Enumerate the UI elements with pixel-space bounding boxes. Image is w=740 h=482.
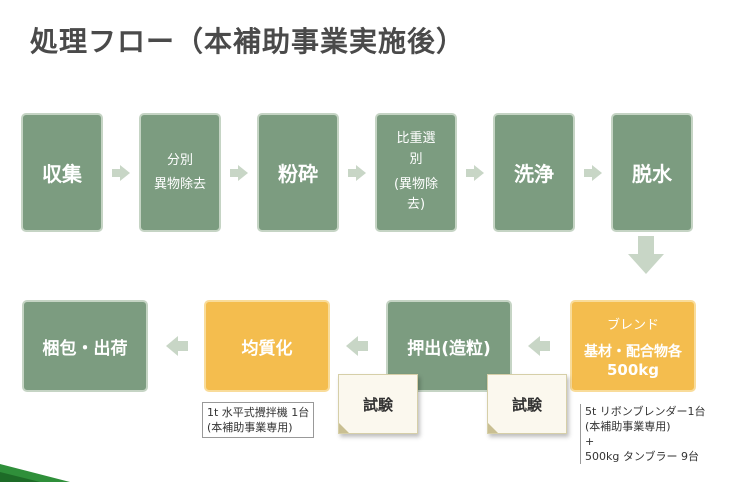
note-blend: 5t リボンブレンダー1台 (本補助事業専用) + 500kg タンブラー 9台 [580,404,705,464]
step-pack-ship: 梱包・出荷 [22,300,148,392]
arrow-left-2 [346,336,368,356]
decorative-corner [0,464,70,482]
step-sort-line1: 分別 [166,153,193,169]
arrow-right-3 [348,165,366,181]
step-crush: 粉砕 [257,113,339,232]
note-homogenize: 1t 水平式攪拌機 1台 (本補助事業専用) [202,402,315,438]
arrow-right-5 [584,165,602,181]
step-collect-label: 収集 [42,162,82,186]
arrow-right-2 [230,165,248,181]
step-collect: 収集 [21,113,103,232]
step-blend-line1: ブレンド [606,317,659,333]
arrow-left-1 [528,336,550,356]
step-wash: 洗浄 [493,113,575,232]
step-wash-label: 洗浄 [514,162,554,186]
step-homogenize-label: 均質化 [241,338,293,359]
step-pack-label: 梱包・出荷 [42,338,128,359]
note-blend-line3: + [585,435,595,448]
arrow-left-3 [166,336,188,356]
arrow-down [628,236,664,274]
note-homogenize-line2: (本補助事業専用) [207,421,293,434]
step-blend-line2: 基材・配合物各 [584,343,682,360]
step-sort-line2: 異物除去 [153,176,206,192]
arrow-right-4 [466,165,484,181]
step-gravity-sort: 比重選 別 (異物除 去) [375,113,457,232]
note-homogenize-line1: 1t 水平式攪拌機 1台 [207,406,310,419]
step-gravity-line2: 別 [409,151,423,167]
test-tag-1: 試験 [338,374,418,434]
step-sort: 分別 異物除去 [139,113,221,232]
step-dewater: 脱水 [611,113,693,232]
step-blend: ブレンド 基材・配合物各 500kg [570,300,696,392]
note-blend-line1: 5t リボンブレンダー1台 [585,405,706,418]
step-blend-line3: 500kg [606,360,660,379]
note-blend-line2: (本補助事業専用) [585,420,671,433]
page-title: 処理フロー（本補助事業実施後） [30,25,466,58]
step-gravity-line3: (異物除 [393,176,439,192]
step-gravity-line4: 去) [406,197,426,213]
step-gravity-line1: 比重選 [396,130,436,146]
note-blend-line4: 500kg タンブラー 9台 [585,450,700,463]
test-tag-2-label: 試験 [511,395,542,414]
test-tag-1-label: 試験 [362,395,393,414]
step-dewater-label: 脱水 [632,162,672,186]
test-tag-2: 試験 [487,374,567,434]
step-homogenize: 均質化 [204,300,330,392]
step-extrude-label: 押出(造粒) [407,338,491,359]
step-crush-label: 粉砕 [278,162,318,186]
arrow-right-1 [112,165,130,181]
